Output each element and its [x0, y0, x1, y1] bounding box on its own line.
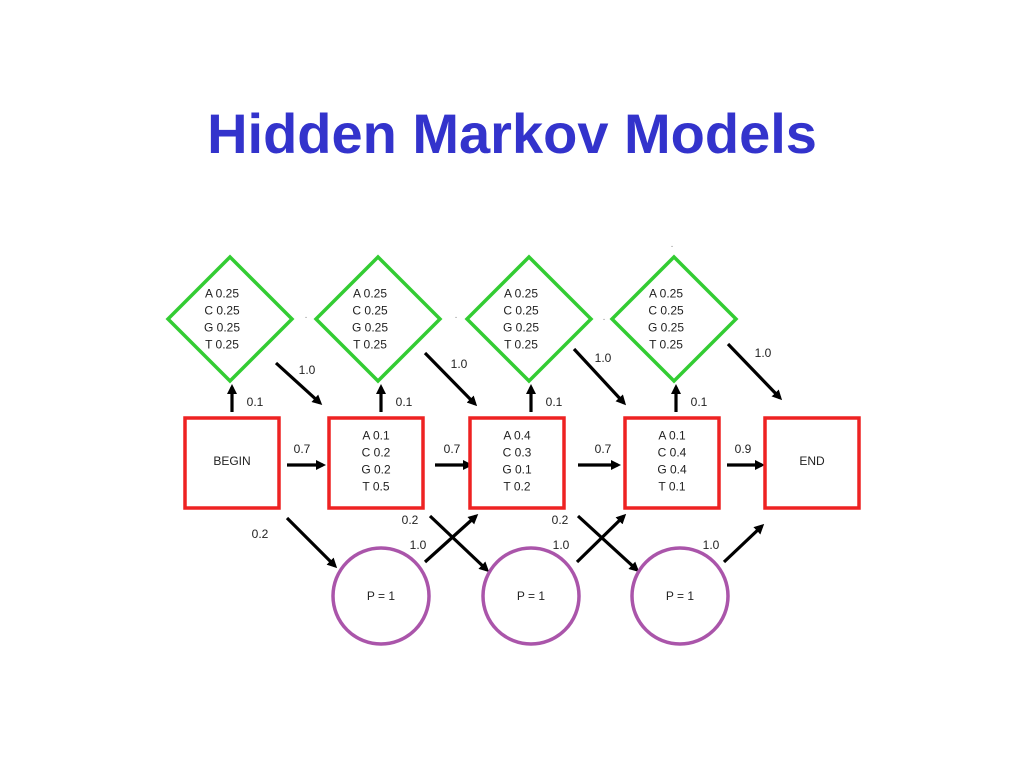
insert-exit-arrow [726, 342, 783, 401]
state-box [327, 416, 425, 510]
horizontal-prob-label: 0.7 [595, 442, 612, 456]
insert-state-line: C 0.25 [648, 304, 684, 318]
to-delete-label: 0.2 [252, 527, 269, 541]
state-line: T 0.1 [658, 480, 685, 494]
insert-state-diamond [609, 254, 739, 384]
from-delete-arrow [575, 513, 627, 564]
state-line: C 0.4 [658, 446, 687, 460]
from-delete-label: 1.0 [703, 538, 720, 552]
insert-state-line: C 0.25 [204, 304, 240, 318]
insert-state-diamond [313, 254, 443, 384]
insert-state-line: A 0.25 [353, 287, 387, 301]
state-line: T 0.2 [503, 480, 530, 494]
state-line: A 0.1 [658, 429, 686, 443]
to-delete-arrow [285, 516, 338, 569]
insert-state: A 0.25 C 0.25 G 0.25 T 0.25 [609, 254, 739, 384]
from-delete-arrow [423, 513, 479, 564]
delete-state: P = 1 [481, 546, 581, 646]
insert-exit-arrow [274, 361, 323, 406]
insert-state-line: G 0.25 [352, 321, 388, 335]
state-line: C 0.2 [362, 446, 391, 460]
state-line: T 0.5 [362, 480, 389, 494]
insert-state-line: G 0.25 [648, 321, 684, 335]
insert-state-line: T 0.25 [205, 338, 239, 352]
insert-exit-arrow [572, 347, 627, 406]
horizontal-prob-label: 0.7 [294, 442, 311, 456]
begin-state: BEGIN [183, 416, 281, 510]
from-delete-arrow [722, 523, 765, 564]
to-delete-label: 0.2 [552, 513, 569, 527]
insert-state-line: A 0.25 [504, 287, 538, 301]
up-prob-label: 0.1 [247, 395, 264, 409]
slide-title: Hidden Markov Models [207, 102, 817, 165]
dot-mark: · [454, 312, 457, 323]
to-delete-arrow [576, 514, 640, 573]
state-line: BEGIN [213, 454, 250, 468]
to-delete-label: 0.2 [402, 513, 419, 527]
end-state: END [763, 416, 861, 510]
match-state: A 0.1 C 0.2 G 0.2 T 0.5 [327, 416, 425, 510]
from-delete-label: 1.0 [553, 538, 570, 552]
delete-state-label: P = 1 [666, 589, 694, 603]
insert-exit-label: 1.0 [299, 363, 316, 377]
horizontal-prob-label: 0.7 [444, 442, 461, 456]
state-line: C 0.3 [503, 446, 532, 460]
insert-state-line: A 0.25 [205, 287, 239, 301]
horizontal-prob-label: 0.9 [735, 442, 752, 456]
delete-state-label: P = 1 [517, 589, 545, 603]
insert-exit-label: 1.0 [755, 346, 772, 360]
insert-state-line: C 0.25 [352, 304, 388, 318]
insert-state-diamond [165, 254, 295, 384]
state-box [623, 416, 721, 510]
insert-state: A 0.25 C 0.25 G 0.25 T 0.25 [464, 254, 594, 384]
to-delete-arrow [428, 514, 490, 573]
state-box [183, 416, 281, 510]
match-state: A 0.1 C 0.4 G 0.4 T 0.1 [623, 416, 721, 510]
dot-mark: · [670, 241, 673, 252]
delete-state: P = 1 [331, 546, 431, 646]
insert-state-line: G 0.25 [503, 321, 539, 335]
insert-state: A 0.25 C 0.25 G 0.25 T 0.25 [165, 254, 295, 384]
state-line: G 0.1 [502, 463, 532, 477]
delete-state-circle [331, 546, 431, 646]
delete-state-label: P = 1 [367, 589, 395, 603]
match-state: A 0.4 C 0.3 G 0.1 T 0.2 [468, 416, 566, 510]
insert-state-line: G 0.25 [204, 321, 240, 335]
insert-state: A 0.25 C 0.25 G 0.25 T 0.25 [313, 254, 443, 384]
insert-state-line: C 0.25 [503, 304, 539, 318]
insert-state-line: A 0.25 [649, 287, 683, 301]
dot-mark: · [304, 312, 307, 323]
state-line: A 0.4 [503, 429, 531, 443]
up-prob-label: 0.1 [546, 395, 563, 409]
up-prob-label: 0.1 [691, 395, 708, 409]
state-line: END [799, 454, 825, 468]
insert-exit-label: 1.0 [451, 357, 468, 371]
insert-exit-label: 1.0 [595, 351, 612, 365]
state-line: G 0.2 [361, 463, 391, 477]
delete-state-circle [630, 546, 730, 646]
state-line: G 0.4 [657, 463, 687, 477]
dot-mark: · [602, 314, 605, 325]
state-box [468, 416, 566, 510]
insert-state-line: T 0.25 [504, 338, 538, 352]
insert-state-diamond [464, 254, 594, 384]
up-prob-label: 0.1 [396, 395, 413, 409]
from-delete-label: 1.0 [410, 538, 427, 552]
insert-exit-arrow [423, 351, 478, 407]
state-box [763, 416, 861, 510]
insert-state-line: T 0.25 [649, 338, 683, 352]
delete-state-circle [481, 546, 581, 646]
state-line: A 0.1 [362, 429, 390, 443]
delete-state: P = 1 [630, 546, 730, 646]
insert-state-line: T 0.25 [353, 338, 387, 352]
